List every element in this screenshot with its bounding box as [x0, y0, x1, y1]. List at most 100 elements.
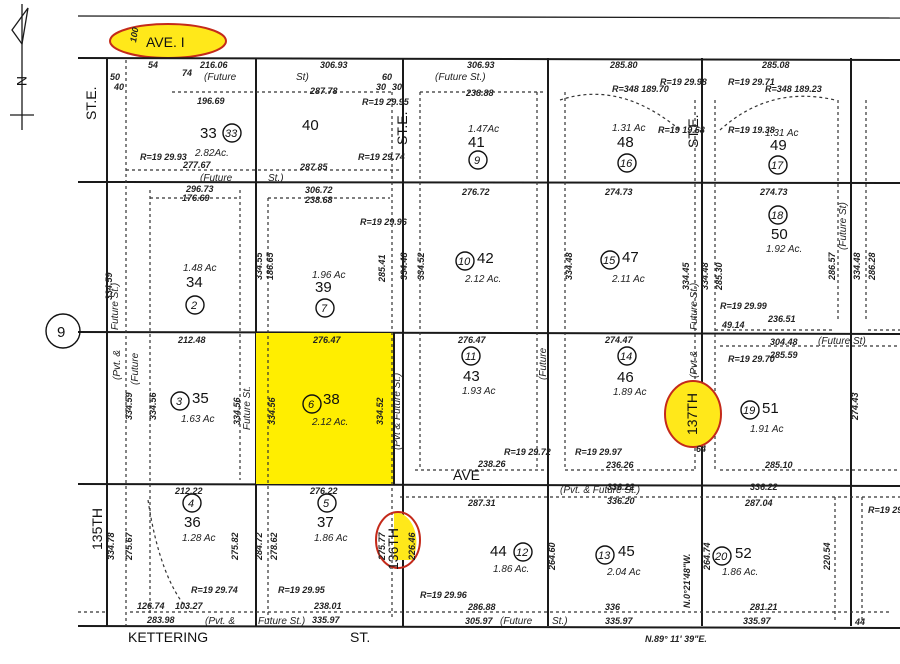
future-bottom: (Future [500, 616, 533, 627]
svg-text:285.59: 285.59 [769, 350, 798, 360]
lot-37[interactable]: 5 37 1.86 Ac [314, 493, 348, 544]
svg-text:186.65: 186.65 [265, 251, 275, 280]
lot-49[interactable]: 1.31 Ac 49 17 [765, 128, 799, 175]
lot-50[interactable]: 18 50 1.92 Ac. [766, 205, 802, 255]
svg-text:103.27: 103.27 [175, 601, 204, 611]
svg-text:35: 35 [192, 390, 209, 407]
svg-text:196.69: 196.69 [197, 96, 225, 106]
svg-text:11: 11 [465, 351, 476, 363]
svg-text:4: 4 [188, 498, 194, 510]
lot-41[interactable]: 1.47Ac 41 9 [468, 124, 499, 170]
curve-notes: R=19 29.93 R=19 29.95 R=19 29.74 R=19 29… [140, 77, 900, 600]
svg-text:18: 18 [771, 210, 784, 222]
svg-text:45: 45 [618, 543, 635, 560]
north-arrow-icon [10, 4, 34, 130]
lot-39[interactable]: 1.96 Ac 39 7 [312, 270, 346, 318]
svg-text:R=19 29.99: R=19 29.99 [720, 301, 767, 311]
svg-text:336: 336 [605, 602, 621, 612]
lot-40[interactable]: 40 [302, 117, 319, 134]
svg-text:36: 36 [184, 514, 201, 531]
svg-text:1.89 Ac: 1.89 Ac [613, 387, 647, 398]
svg-text:336.22: 336.22 [750, 482, 778, 492]
svg-text:64: 64 [696, 444, 706, 454]
street-137th-highlight: 137TH [664, 380, 722, 448]
dimensions-row3: 212.48 276.47 276.47 274.47 304.48 285.5… [177, 335, 798, 470]
svg-text:334.48: 334.48 [700, 262, 710, 290]
ave-i-label: AVE. I [146, 34, 185, 50]
svg-text:R=19 29.95: R=19 29.95 [362, 97, 410, 107]
svg-text:19: 19 [743, 405, 755, 417]
svg-text:334.48: 334.48 [399, 252, 409, 280]
svg-text:12: 12 [516, 547, 528, 559]
svg-text:52: 52 [735, 545, 752, 562]
svg-text:306.93: 306.93 [320, 60, 348, 70]
svg-text:1.48 Ac: 1.48 Ac [183, 263, 217, 274]
svg-text:R=19 29.93: R=19 29.93 [140, 152, 187, 162]
ave-i-highlight: 100 AVE. I [109, 23, 227, 59]
svg-text:276.47: 276.47 [457, 335, 487, 345]
svg-text:283.98: 283.98 [146, 615, 175, 625]
svg-text:1.28 Ac: 1.28 Ac [182, 533, 216, 544]
svg-text:10: 10 [458, 256, 471, 268]
future-col-43: (Future [538, 347, 549, 380]
svg-text:1.86 Ac.: 1.86 Ac. [493, 564, 529, 575]
svg-text:R=19 19.68: R=19 19.68 [658, 125, 705, 135]
highlighted-parcel-38[interactable] [256, 333, 394, 484]
lot-33[interactable]: 33 33 2.82Ac. [194, 123, 242, 159]
lot-36[interactable]: 4 36 1.28 Ac [182, 493, 216, 544]
lot-51[interactable]: 19 51 1.91 Ac [740, 400, 784, 435]
pvt-future-ave: (Pvt. & Future St.) [560, 485, 640, 496]
svg-text:R=19 29.69: R=19 29.69 [868, 505, 900, 515]
future-st-row1: (Future [200, 173, 233, 184]
lot-38[interactable]: 6 38 2.12 Ac. [302, 391, 348, 428]
svg-text:R=19 29.95: R=19 29.95 [278, 585, 326, 595]
svg-text:275.77: 275.77 [377, 531, 387, 561]
svg-text:334.56: 334.56 [232, 396, 242, 425]
svg-text:285.10: 285.10 [764, 460, 793, 470]
lot-34[interactable]: 1.48 Ac 34 2 [183, 263, 217, 315]
lot-46[interactable]: 14 46 1.89 Ac [613, 346, 647, 398]
street-137th-label: 137TH [684, 393, 700, 435]
svg-text:287.31: 287.31 [467, 498, 496, 508]
svg-text:51: 51 [762, 400, 779, 417]
lot-52[interactable]: 20 52 1.86 Ac. [712, 545, 758, 578]
svg-text:176.69: 176.69 [182, 193, 210, 203]
svg-text:287.85: 287.85 [299, 162, 329, 172]
svg-text:277.67: 277.67 [182, 160, 212, 170]
lot-43[interactable]: 11 43 1.93 Ac [461, 346, 496, 397]
lot-47[interactable]: 15 47 2.11 Ac [600, 249, 645, 285]
lot-35[interactable]: 3 35 1.63 Ac [170, 390, 215, 425]
svg-text:16: 16 [620, 158, 633, 170]
lot-42[interactable]: 10 42 2.12 Ac. [455, 250, 501, 285]
svg-text:1.31 Ac: 1.31 Ac [765, 128, 799, 139]
svg-text:33: 33 [200, 125, 217, 142]
svg-text:334.52: 334.52 [375, 397, 385, 425]
lot-44[interactable]: 44 12 1.86 Ac. [490, 542, 533, 575]
svg-text:50: 50 [110, 72, 120, 82]
lot-45[interactable]: 13 45 2.04 Ac [595, 543, 641, 578]
svg-text:R=19 29.74: R=19 29.74 [191, 585, 238, 595]
svg-text:334.55: 334.55 [254, 251, 264, 280]
svg-text:212.48: 212.48 [177, 335, 206, 345]
st-e-left-label: ST.E. [83, 87, 99, 120]
svg-text:30: 30 [392, 82, 402, 92]
future-left2: (Future [130, 352, 141, 385]
sheet-ref-9[interactable]: 9 [45, 313, 81, 349]
svg-text:49.14: 49.14 [721, 320, 745, 330]
street-136th-highlight: 136TH [375, 511, 421, 570]
svg-text:212.22: 212.22 [174, 486, 203, 496]
svg-text:1.92 Ac.: 1.92 Ac. [766, 244, 802, 255]
svg-text:30: 30 [376, 82, 386, 92]
svg-text:287.78: 287.78 [309, 86, 338, 96]
svg-text:1.91 Ac: 1.91 Ac [750, 424, 784, 435]
svg-text:274.73: 274.73 [604, 187, 633, 197]
svg-text:238.26: 238.26 [477, 459, 507, 469]
svg-text:334.78: 334.78 [106, 532, 116, 560]
svg-text:238.01: 238.01 [313, 601, 342, 611]
ave-mid-label: AVE [453, 467, 480, 483]
road-widths: 60 30 30 54 40 50 64 44 74 [110, 60, 865, 627]
svg-text:276.47: 276.47 [312, 335, 342, 345]
svg-text:34: 34 [186, 274, 203, 291]
lot-48[interactable]: 1.31 Ac 48 16 [612, 123, 646, 173]
kettering-st-label: ST. [350, 629, 370, 645]
